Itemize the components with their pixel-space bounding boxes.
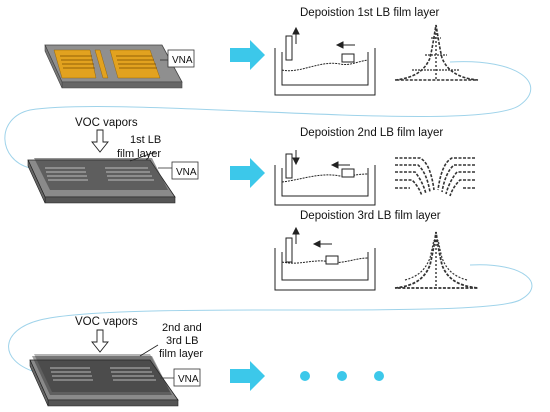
vna-box-3 [173,368,201,387]
down-arrow-icon [91,329,109,353]
lb-trough-1 [274,26,376,96]
flow-curve-2 [8,264,533,373]
layer-label-1-line1: 1st LB [130,134,161,146]
layer-label-2-line2: 3rd LB [166,335,198,347]
vna-label-3: VNA [178,374,199,385]
layer-label-1-line2: film layer [117,148,161,160]
right-arrow-icon [230,361,265,391]
flow-curve-1 [4,61,532,169]
right-arrow-icon [230,158,265,188]
step-3-title: Depoistion 3rd LB film layer [300,210,441,222]
lb-trough-2 [274,150,376,206]
step-1-title: Depoistion 1st LB film layer [300,7,440,19]
vna-box-2 [171,161,199,180]
device-3: VNA [29,344,201,407]
down-arrow-icon [91,129,109,153]
step-2-title: Depoistion 2nd LB film layer [300,127,443,139]
device-2: VNA [27,151,199,204]
film-pattern-1 [394,24,479,81]
vna-label-1: VNA [172,55,193,66]
right-arrow-icon [230,40,265,70]
vna-box-1 [167,49,195,68]
film-pattern-3 [394,231,479,289]
voc-vapors-label-2: VOC vapors [75,316,138,328]
lb-trough-3 [274,226,376,291]
layer-label-2-line1: 2nd and [162,322,202,334]
vna-label-2: VNA [176,167,197,178]
layer-label-2-line3: film layer [159,348,203,360]
device-1: VNA [44,44,195,89]
film-pattern-2 [395,157,475,197]
voc-vapors-label-1: VOC vapors [75,117,138,129]
ellipsis-dots-icon [300,371,384,381]
